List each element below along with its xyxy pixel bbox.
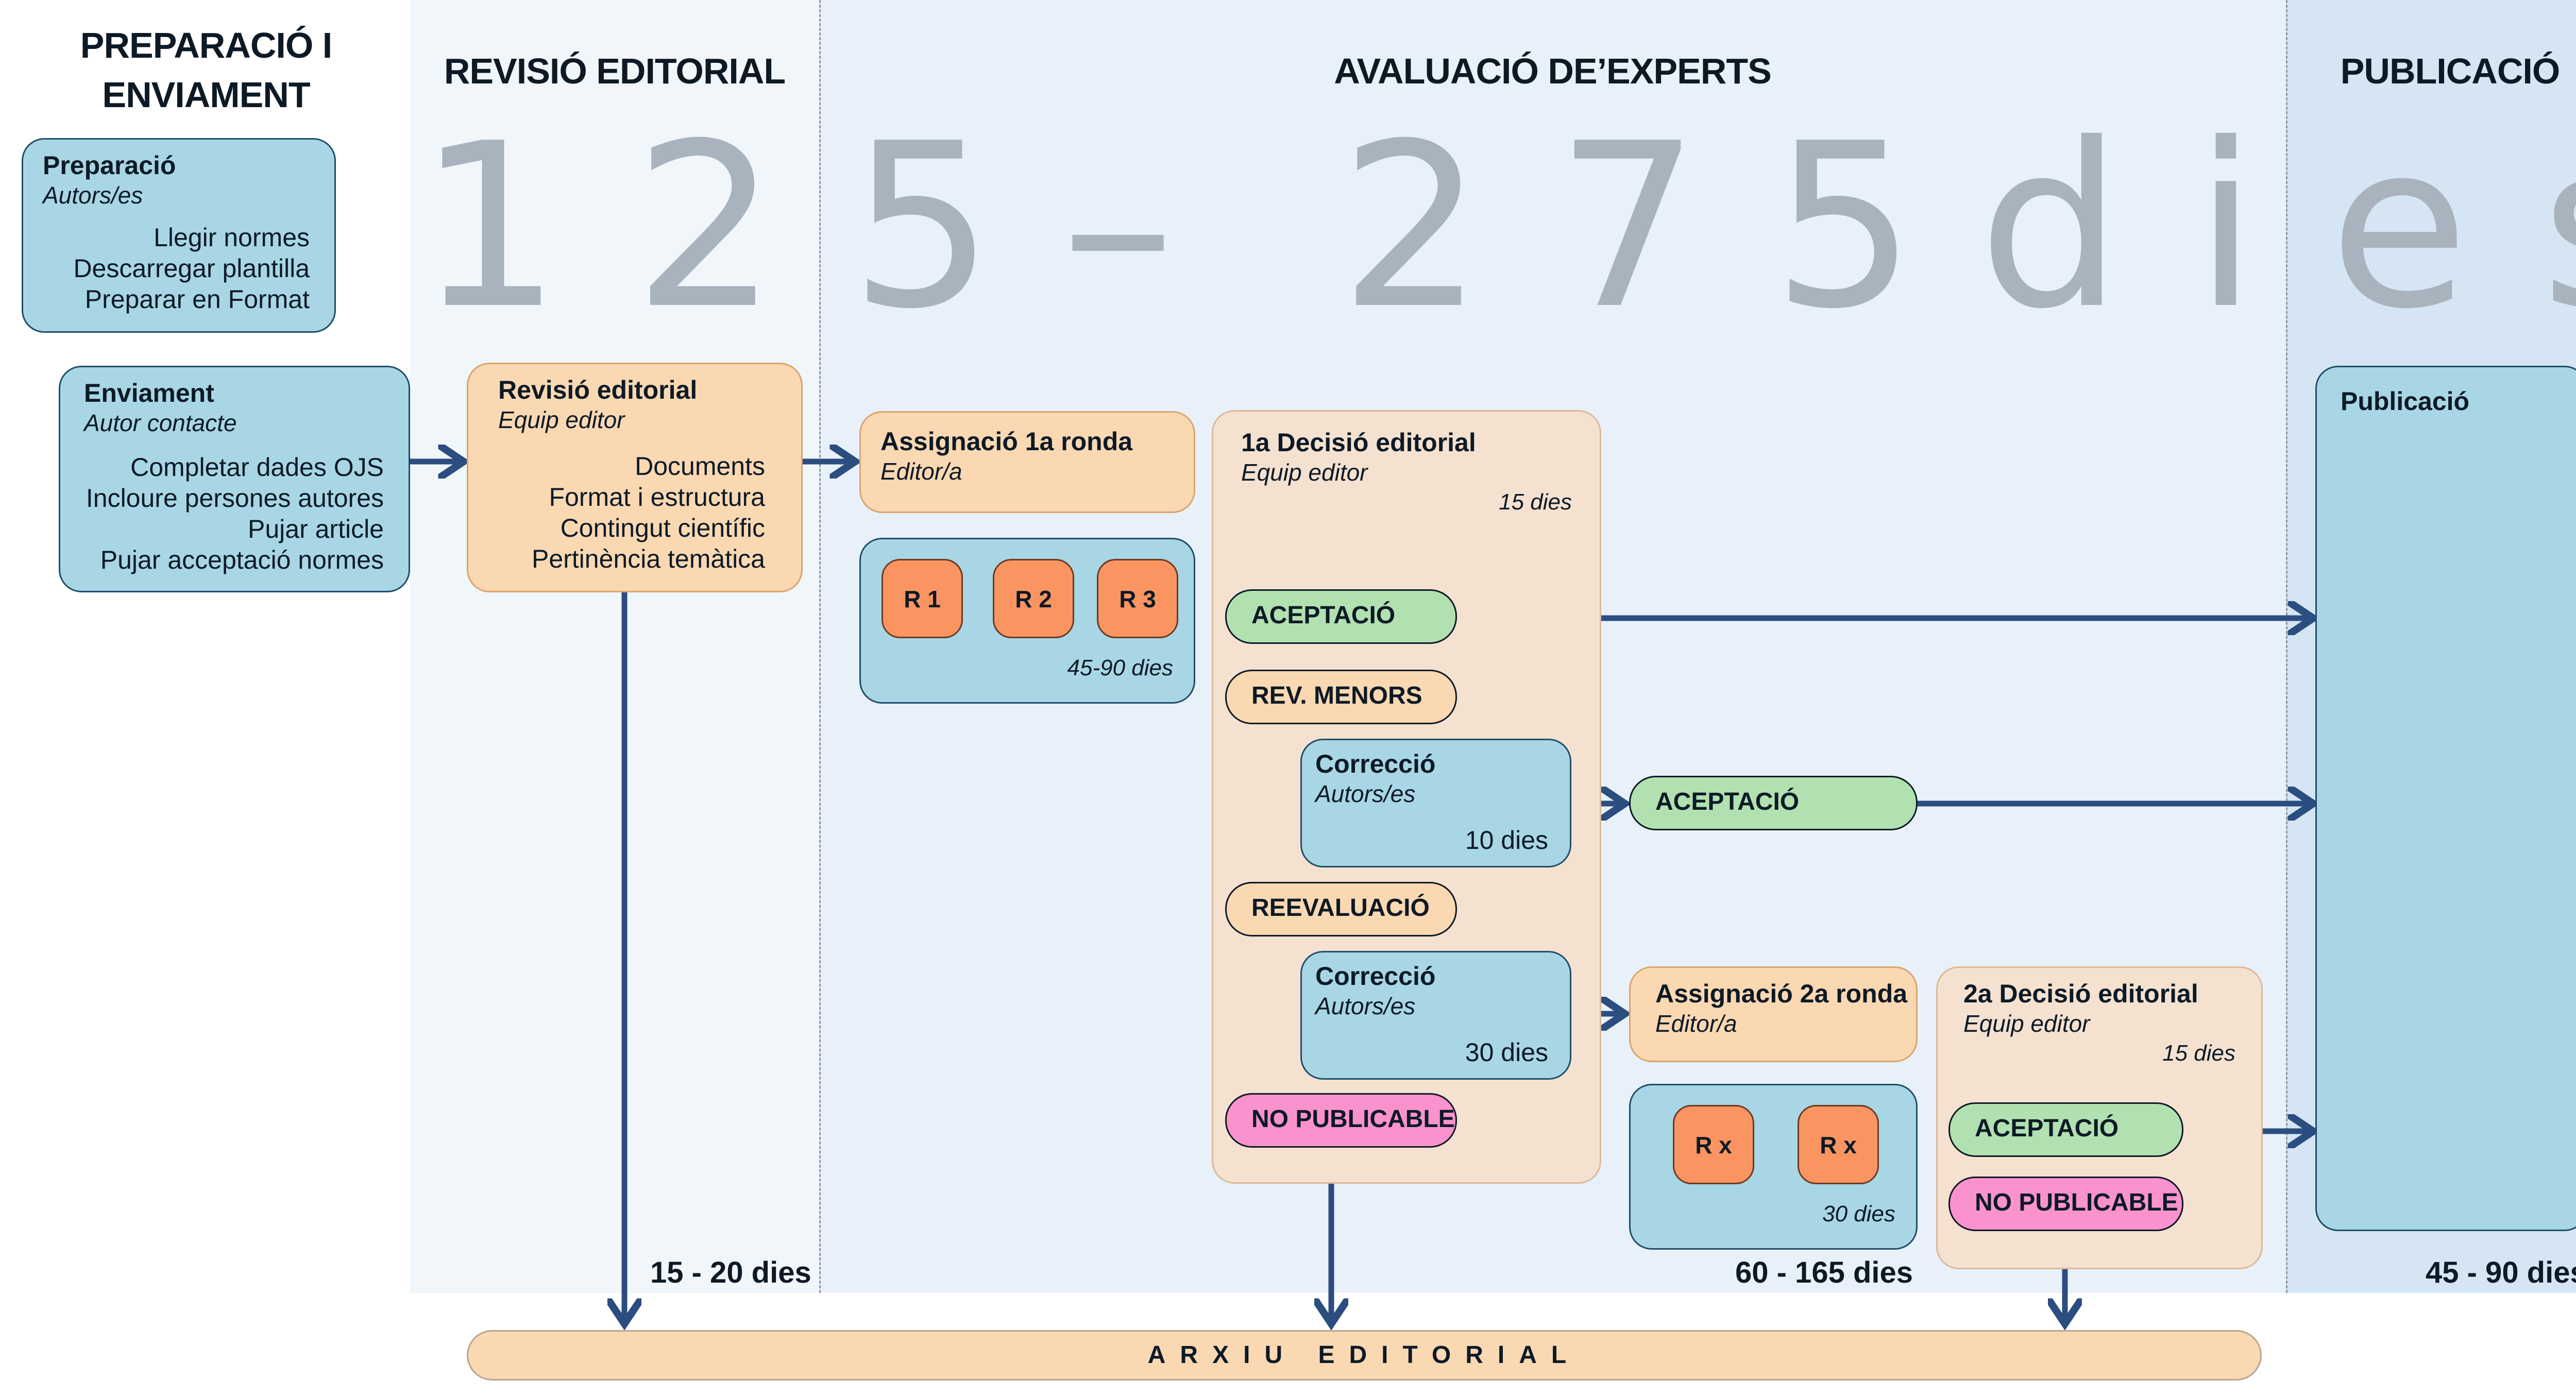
reviewer-chip: R x [1673, 1105, 1754, 1184]
total-duration-dash: – [1061, 95, 1175, 359]
duration-revisio: 15 - 20 dies [650, 1256, 811, 1289]
correccio-2-role: Autors/es [1315, 993, 1416, 1019]
reviewer-chip: R 2 [993, 559, 1074, 638]
reviewers-1-days: 45-90 dies [1067, 655, 1173, 680]
reviewer-chip: R 1 [882, 559, 963, 638]
pill-no-publicable-2: NO PUBLICABLE [1948, 1177, 2183, 1231]
assignacio-2-role: Editor/a [1655, 1010, 1737, 1037]
enviament-item: Pujar article [248, 515, 384, 543]
assignacio-1-box: Assignació 1a ronda Editor/a [859, 411, 1195, 513]
duration-publicacio: 45 - 90 dies [2426, 1256, 2576, 1289]
publicacio-box: Publicació [2315, 366, 2576, 1231]
pill-acceptacio-3: ACEPTACIÓ [1948, 1102, 2183, 1157]
pill-rev-menors: REV. MENORS [1225, 670, 1457, 724]
correccio-1-days: 10 dies [1465, 826, 1548, 855]
correccio-2-title: Correcció [1315, 962, 1436, 991]
preparacio-item: Preparar en Format [84, 285, 310, 314]
decisio-2-days: 15 dies [2162, 1041, 2235, 1066]
divider-avaluacio-publicacio [2286, 0, 2287, 1293]
assignacio-2-box: Assignació 2a ronda Editor/a [1629, 966, 1918, 1062]
heading-revisio: REVISIÓ EDITORIAL [444, 51, 786, 91]
reviewer-chip: R x [1798, 1105, 1879, 1184]
revisio-role: Equip editor [498, 406, 625, 433]
duration-avaluacio: 60 - 165 dies [1735, 1256, 1913, 1289]
arxiu-editorial-bar: ARXIU EDITORIAL [467, 1330, 2262, 1381]
decisio-1-title: 1a Decisió editorial [1241, 428, 1476, 457]
heading-preparacio: PREPARACIÓ I ENVIAMENT [80, 25, 332, 115]
pill-acceptacio-2: ACEPTACIÓ [1629, 776, 1918, 830]
revisio-item: Pertinència temàtica [531, 544, 765, 573]
preparacio-box: Preparació Autors/es Llegir normes Desca… [22, 138, 336, 333]
preparacio-item: Descarregar plantilla [73, 254, 310, 283]
revisio-item: Contingut científic [560, 514, 765, 542]
decisio-1-role: Equip editor [1241, 459, 1368, 486]
correccio-2-days: 30 dies [1465, 1038, 1548, 1067]
reviewers-2-days: 30 dies [1822, 1201, 1895, 1226]
publicacio-title: Publicació [2341, 387, 2470, 416]
assignacio-1-title: Assignació 1a ronda [880, 427, 1133, 456]
enviament-item: Pujar acceptació normes [100, 546, 384, 574]
decisio-1-days: 15 dies [1499, 489, 1572, 515]
enviament-role: Autor contacte [84, 410, 237, 436]
correccio-1-role: Autors/es [1315, 780, 1416, 807]
enviament-title: Enviament [84, 379, 214, 407]
enviament-item: Incloure persones autores [86, 484, 384, 513]
pill-reevaluacio: REEVALUACIÓ [1225, 882, 1457, 936]
heading-publicacio: PUBLICACIÓ [2340, 51, 2561, 91]
pill-no-publicable-1: NO PUBLICABLE [1225, 1093, 1457, 1148]
pill-acceptacio-1: ACEPTACIÓ [1225, 589, 1457, 644]
decisio-2-title: 2a Decisió editorial [1963, 979, 2198, 1008]
total-duration-unit: d i e s [1978, 95, 2576, 359]
correccio-2-box: Correcció Autors/es 30 dies [1300, 951, 1571, 1080]
enviament-item: Completar dades OJS [130, 453, 384, 482]
revisio-item: Format i estructura [549, 483, 765, 512]
reviewer-chip: R 3 [1097, 559, 1178, 638]
total-duration-min: 1 2 5 [417, 95, 994, 359]
divider-revisio-avaluacio [819, 0, 821, 1293]
heading-avaluacio: AVALUACIÓ DE’EXPERTS [1334, 51, 1772, 91]
preparacio-role: Autors/es [43, 182, 143, 209]
reviewers-2-box: R x R x 30 dies [1629, 1084, 1918, 1250]
total-duration-max: 2 7 5 [1340, 95, 1917, 359]
enviament-box: Enviament Autor contacte Completar dades… [59, 366, 410, 592]
preparacio-title: Preparació [43, 151, 176, 180]
correccio-1-title: Correcció [1315, 749, 1436, 778]
revisio-title: Revisió editorial [498, 376, 698, 404]
assignacio-1-role: Editor/a [880, 458, 962, 485]
preparacio-item: Llegir normes [154, 223, 310, 252]
column-revisio-bg [410, 0, 819, 1293]
reviewers-1-box: R 1 R 2 R 3 45-90 dies [859, 538, 1195, 704]
revisio-item: Documents [635, 452, 765, 481]
decisio-2-role: Equip editor [1963, 1010, 2090, 1037]
correccio-1-box: Correcció Autors/es 10 dies [1300, 739, 1571, 867]
revisio-editorial-box: Revisió editorial Equip editor Documents… [467, 363, 803, 592]
assignacio-2-title: Assignació 2a ronda [1655, 979, 1908, 1008]
